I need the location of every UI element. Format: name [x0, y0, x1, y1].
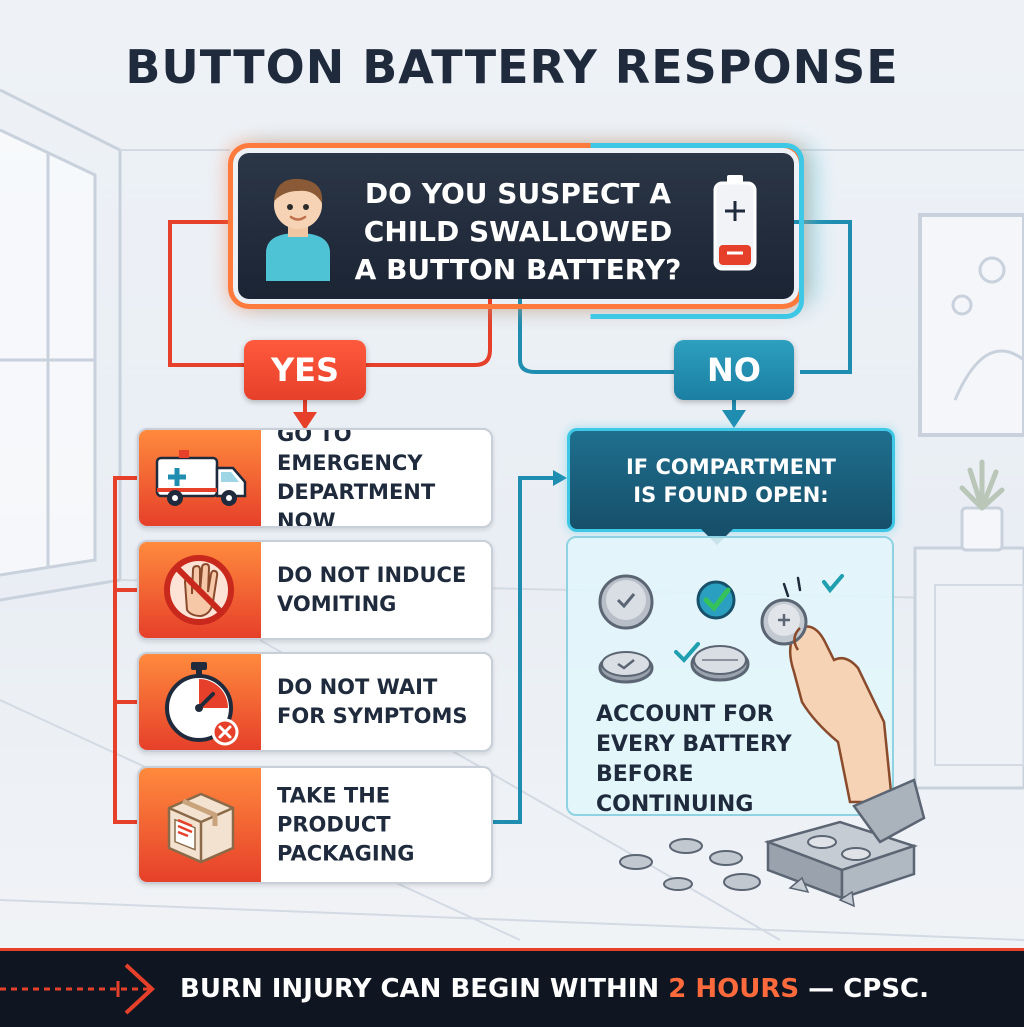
- account-line-2: EVERY BATTERY: [596, 732, 792, 757]
- no-branch-label: NO: [674, 340, 794, 400]
- action-label-line: PRODUCT: [277, 812, 391, 837]
- loop-arrowhead: [553, 470, 567, 486]
- battery-icon: [713, 175, 757, 271]
- footer-text: BURN INJURY CAN BEGIN WITHIN 2 HOURS — C…: [0, 951, 1024, 1027]
- hand-holding-battery-icon: [760, 598, 894, 804]
- cabinet-illustration: [913, 459, 1024, 790]
- button-battery-icon: [598, 651, 654, 684]
- compartment-text: IF COMPARTMENT IS FOUND OPEN:: [570, 453, 892, 509]
- yes-arrowhead: [293, 412, 317, 430]
- action-label-line: DEPARTMENT NOW: [277, 480, 436, 528]
- compartment-callout: IF COMPARTMENT IS FOUND OPEN:: [567, 428, 895, 532]
- open-compartment-illustration: [619, 778, 926, 908]
- compartment-line-1: IF COMPARTMENT: [625, 455, 837, 479]
- action-card-emergency: GO TO EMERGENCY DEPARTMENT NOW: [137, 428, 493, 528]
- button-battery-icon: [690, 645, 750, 682]
- question-line-1: DO YOU SUSPECT A: [364, 177, 672, 210]
- package-box-icon: [167, 792, 235, 864]
- window-illustration: [0, 88, 122, 602]
- action-icon-tile: [139, 654, 261, 750]
- action-label-line: VOMITING: [277, 592, 397, 616]
- footer-highlight: 2 HOURS: [668, 974, 800, 1004]
- compartment-line-2: IS FOUND OPEN:: [633, 483, 829, 507]
- no-arrowhead: [722, 410, 746, 428]
- action-label-line: TAKE THE: [277, 783, 391, 808]
- action-label-line: PACKAGING: [277, 841, 415, 866]
- checkmark-icon: [674, 642, 700, 663]
- action-icon-tile: [139, 430, 261, 526]
- sparkle-lines: [782, 576, 802, 598]
- footer-banner: BURN INJURY CAN BEGIN WITHIN 2 HOURS — C…: [0, 948, 1024, 1027]
- ambulance-icon: [155, 450, 247, 506]
- batteries-checked-illustration: [598, 574, 844, 684]
- action-card-no-vomiting: DO NOT INDUCE VOMITING: [137, 540, 493, 640]
- action-label-line: DO NOT WAIT: [277, 675, 438, 699]
- action-label: DO NOT WAIT FOR SYMPTOMS: [277, 673, 483, 731]
- action-card-no-wait: DO NOT WAIT FOR SYMPTOMS: [137, 652, 493, 752]
- action-label: GO TO EMERGENCY DEPARTMENT NOW: [277, 428, 483, 528]
- question-box: DO YOU SUSPECT A CHILD SWALLOWED A BUTTO…: [233, 148, 799, 304]
- account-line-1: ACCOUNT FOR: [596, 702, 774, 727]
- question-line-2: CHILD SWALLOWED: [363, 215, 673, 248]
- checkmark-icon: [822, 574, 844, 594]
- action-label-line: DO NOT INDUCE: [277, 563, 467, 587]
- account-text: ACCOUNT FOR EVERY BATTERY BEFORE CONTINU…: [596, 700, 796, 820]
- yes-branch-label: YES: [244, 340, 366, 400]
- question-line-3: A BUTTON BATTERY?: [354, 253, 682, 286]
- action-label-line: GO TO EMERGENCY: [277, 428, 423, 475]
- child-icon: [266, 178, 330, 281]
- no-hand-icon: [164, 555, 234, 625]
- action-label: TAKE THE PRODUCT PACKAGING: [277, 782, 483, 869]
- action-label-line: FOR SYMPTOMS: [277, 704, 468, 728]
- stopwatch-icon: [165, 662, 239, 746]
- action-icon-tile: [139, 542, 261, 638]
- wall-picture: [918, 213, 1024, 437]
- account-panel: ACCOUNT FOR EVERY BATTERY BEFORE CONTINU…: [566, 536, 894, 817]
- action-card-packaging: TAKE THE PRODUCT PACKAGING: [137, 766, 493, 884]
- yes-connectors: [113, 220, 492, 824]
- timeline-arrow-icon: [0, 963, 155, 1015]
- action-icon-tile: [139, 768, 261, 882]
- checkmark-circle-icon: [696, 580, 736, 620]
- footer-text-before: BURN INJURY CAN BEGIN WITHIN: [180, 974, 669, 1004]
- page-title: BUTTON BATTERY RESPONSE: [125, 40, 899, 94]
- footer-text-after: — CPSC.: [799, 974, 930, 1004]
- button-battery-icon: [598, 574, 654, 630]
- question-text: DO YOU SUSPECT A CHILD SWALLOWED A BUTTO…: [348, 175, 688, 289]
- account-line-3: BEFORE CONTINUING: [596, 762, 754, 817]
- action-label: DO NOT INDUCE VOMITING: [277, 561, 483, 619]
